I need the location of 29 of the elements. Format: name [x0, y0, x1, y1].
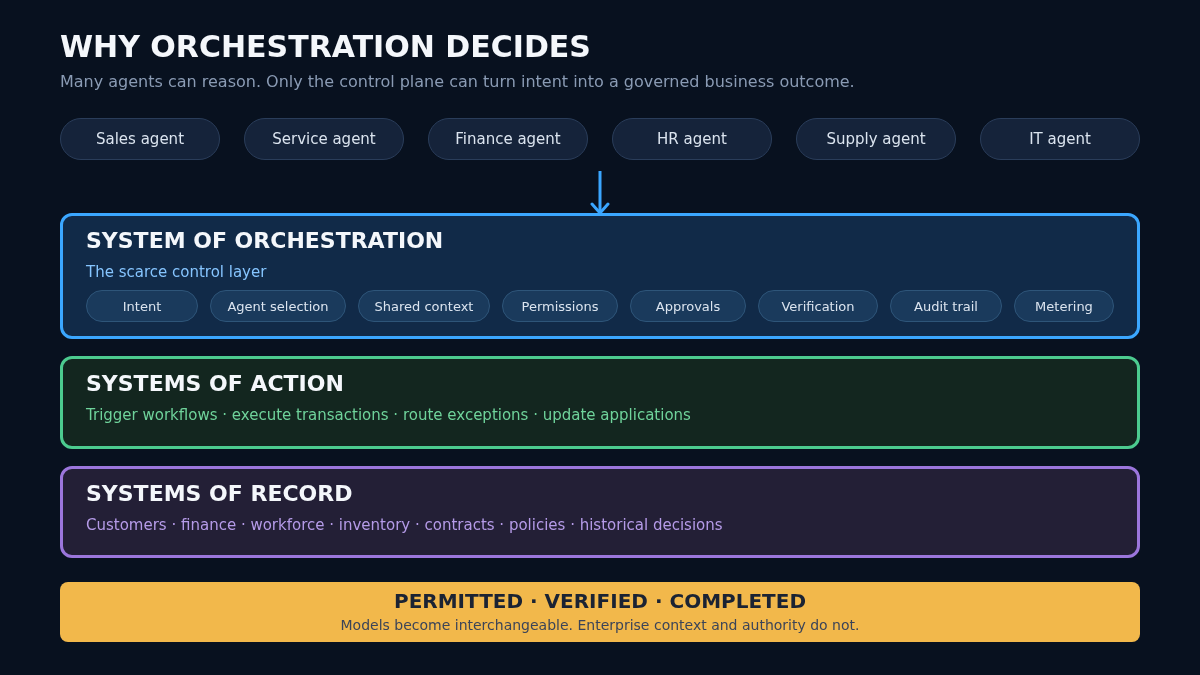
outcome-banner: [60, 582, 1140, 642]
arrow: [590, 171, 610, 215]
layer-description: Trigger workflows · execute transactions · route exceptions · update applications: [86, 405, 691, 425]
agent-pill: Sales agent: [60, 118, 220, 160]
agent-pill: HR agent: [612, 118, 772, 160]
capability-chip: Approvals: [630, 290, 746, 322]
agent-pill: Supply agent: [796, 118, 956, 160]
outcome-note: Models become interchangeable. Enterprise context and authority do not.: [340, 616, 860, 634]
capability-chip: Metering: [1014, 290, 1114, 322]
layer-title: SYSTEMS OF RECORD: [86, 480, 353, 508]
layer-panel: [60, 356, 1140, 449]
title: WHY ORCHESTRATION DECIDES: [60, 29, 591, 65]
layer-title: SYSTEMS OF ACTION: [86, 370, 344, 398]
agent-pill: Finance agent: [428, 118, 588, 160]
agent-pill: Service agent: [244, 118, 404, 160]
layer-panel: [60, 466, 1140, 558]
layer-description: The scarce control layer: [86, 262, 267, 282]
agent-pill: IT agent: [980, 118, 1140, 160]
layer-panel: [60, 213, 1140, 339]
capability-chip: Agent selection: [210, 290, 346, 322]
capability-chip: Audit trail: [890, 290, 1002, 322]
capability-chip: Verification: [758, 290, 878, 322]
layer-title: SYSTEM OF ORCHESTRATION: [86, 227, 444, 255]
subtitle: Many agents can reason. Only the control plane can turn intent into a governed business outcome.: [60, 72, 855, 92]
layer-description: Customers · finance · workforce · inventory · contracts · policies · historical decisions: [86, 515, 723, 535]
capability-chip: Permissions: [502, 290, 618, 322]
capability-chip: Shared context: [358, 290, 490, 322]
capability-chip: Intent: [86, 290, 198, 322]
outcome-heading: PERMITTED · VERIFIED · COMPLETED: [394, 588, 806, 614]
